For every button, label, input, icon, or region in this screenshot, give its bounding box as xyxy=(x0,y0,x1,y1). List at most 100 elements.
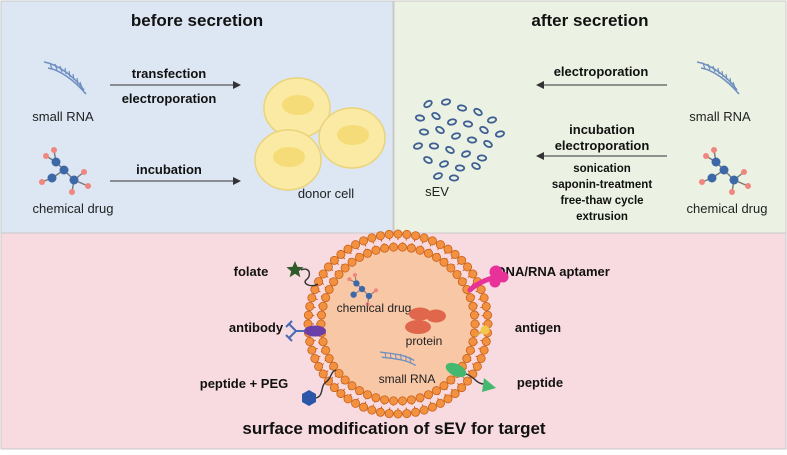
lipid-head xyxy=(416,246,424,254)
lipid-head xyxy=(483,311,491,319)
lipid-head xyxy=(428,237,436,245)
lipid-head xyxy=(335,270,343,278)
lipid-head xyxy=(420,406,428,414)
lipid-head xyxy=(341,376,349,384)
lipid-head xyxy=(482,302,490,310)
lipid-head xyxy=(325,354,333,362)
lipid-head xyxy=(407,244,415,252)
lipid-head xyxy=(394,230,402,238)
lipid-head xyxy=(458,278,466,286)
lipid-head xyxy=(451,250,459,258)
lipid-head xyxy=(389,243,397,251)
lipid-head xyxy=(424,249,432,257)
lipid-head xyxy=(319,338,327,346)
before-title: before secretion xyxy=(131,11,263,30)
lipid-head xyxy=(306,302,314,310)
chemical-drug-label: chemical drug xyxy=(33,201,114,216)
lipid-head xyxy=(444,245,452,253)
lipid-head xyxy=(420,234,428,242)
lipid-head xyxy=(411,232,419,240)
lipid-head xyxy=(372,394,380,402)
lipid-head xyxy=(432,387,440,395)
lipid-head xyxy=(306,337,314,345)
lipid-head xyxy=(416,394,424,402)
lipid-head xyxy=(308,346,316,354)
lipid-head xyxy=(432,253,440,261)
lipid-head xyxy=(466,294,474,302)
antigen-icon xyxy=(481,326,490,335)
lipid-head xyxy=(458,256,466,264)
lipid-head xyxy=(451,389,459,397)
incubation-label: incubation xyxy=(136,162,202,177)
electroporation-mid-label: electroporation xyxy=(555,138,650,153)
lipid-head xyxy=(440,382,448,390)
lipid-head xyxy=(348,258,356,266)
electroporation-top-label: electroporation xyxy=(554,64,649,79)
lipid-head xyxy=(458,384,466,392)
lipid-head xyxy=(385,230,393,238)
lipid-head xyxy=(315,362,323,370)
lipid-head xyxy=(372,246,380,254)
lipid-head xyxy=(351,399,359,407)
lipid-head xyxy=(447,264,455,272)
lipid-head xyxy=(470,329,478,337)
lipid-head xyxy=(337,250,345,258)
lipid-head xyxy=(376,408,384,416)
lipid-head xyxy=(453,270,461,278)
lipid-head xyxy=(477,354,485,362)
lipid-head xyxy=(403,409,411,417)
lipid-head xyxy=(381,244,389,252)
lipid-head xyxy=(330,278,338,286)
lipid-head xyxy=(407,396,415,404)
lipid-head xyxy=(319,370,327,378)
lipid-head xyxy=(319,270,327,278)
lipid-head xyxy=(344,395,352,403)
lipid-head xyxy=(330,362,338,370)
peptide-label: peptide xyxy=(517,375,563,390)
lipid-head xyxy=(471,320,479,328)
lipid-head xyxy=(469,370,477,378)
lipid-head xyxy=(330,256,338,264)
chemical-drug-right-label: chemical drug xyxy=(687,201,768,216)
lipid-head xyxy=(355,387,363,395)
small-rna-label: small RNA xyxy=(32,109,94,124)
lipid-head xyxy=(394,410,402,418)
lipid-head xyxy=(308,294,316,302)
lipid-head xyxy=(363,391,371,399)
lipid-head xyxy=(398,397,406,405)
sonication-label: sonication xyxy=(573,163,631,175)
lipid-head xyxy=(480,346,488,354)
lipid-head xyxy=(428,403,436,411)
lipid-head xyxy=(363,249,371,257)
lipid-head xyxy=(368,234,376,242)
lipid-head xyxy=(324,377,332,385)
antibody-anchor xyxy=(304,326,326,337)
lipid-head xyxy=(355,253,363,261)
lipid-head xyxy=(469,302,477,310)
protein-label: protein xyxy=(406,334,443,348)
lipid-head xyxy=(436,241,444,249)
lipid-head xyxy=(398,243,406,251)
lipid-head xyxy=(311,285,319,293)
sev-label: sEV xyxy=(425,184,449,199)
lipid-head xyxy=(341,264,349,272)
donor-cell-label: donor cell xyxy=(298,186,354,201)
antigen-label: antigen xyxy=(515,320,561,335)
lipid-head xyxy=(473,362,481,370)
lipid-head xyxy=(368,406,376,414)
lipid-head xyxy=(466,346,474,354)
after-title: after secretion xyxy=(531,11,648,30)
cargo-chemical-drug-label: chemical drug xyxy=(337,301,412,315)
lipid-head xyxy=(424,391,432,399)
lipid-head xyxy=(385,409,393,417)
lipid-head xyxy=(436,399,444,407)
incubation-right-label: incubation xyxy=(569,122,635,137)
lipid-head xyxy=(359,403,367,411)
lipid-head xyxy=(440,258,448,266)
surface-title: surface modification of sEV for target xyxy=(242,419,546,438)
extrusion-label: extrusion xyxy=(576,211,628,223)
folate-label: folate xyxy=(234,264,269,279)
lipid-head xyxy=(322,294,330,302)
lipid-head xyxy=(469,338,477,346)
